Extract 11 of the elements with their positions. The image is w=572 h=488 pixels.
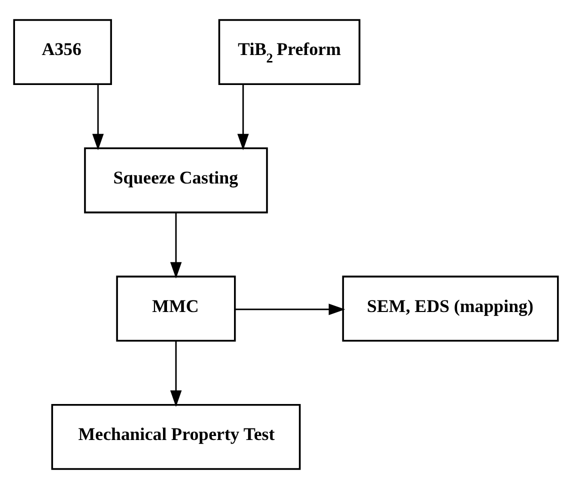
arrow: [92, 84, 104, 150]
node-box: MMC: [116, 275, 236, 342]
arrow: [170, 340, 182, 406]
node-box: TiB$_{2}$ Preform: [218, 18, 360, 85]
arrow: [236, 303, 346, 315]
arrow: [237, 84, 249, 150]
node-box: SEM, EDS (mapping): [342, 275, 559, 342]
node-box: A356: [13, 18, 112, 85]
arrow: [170, 212, 182, 278]
node-box: Mechanical Property Test: [51, 403, 301, 470]
node-box: Squeeze Casting: [84, 146, 268, 213]
